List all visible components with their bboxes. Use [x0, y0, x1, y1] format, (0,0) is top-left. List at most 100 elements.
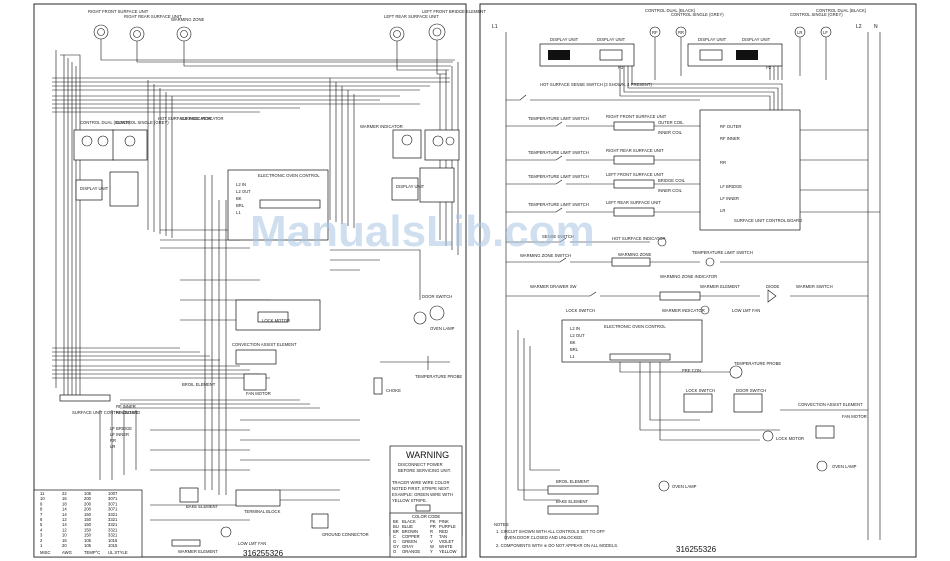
label-fan-motor-left: FAN MOTOR [246, 391, 271, 396]
right-eoc-pin-2: BK [570, 340, 576, 345]
right-l1-label: L1 [492, 24, 498, 30]
left-board-pin-4: RR [110, 438, 116, 443]
left-warmer-element [171, 539, 201, 547]
color-code-name: YELLOW [439, 549, 457, 554]
right-board-pins: RF OUTER RF INNER RR LF BRIDGE LF INNER … [720, 124, 742, 213]
awg-cell: 3321 [108, 527, 118, 532]
awg-header: TEMP°C [84, 550, 100, 555]
left-eoc-pin-1: L2 OUT [236, 189, 251, 194]
right-power-rails [505, 32, 881, 540]
right-eoc-pin-1: L2 OUT [570, 333, 585, 338]
right-n-label: N [874, 24, 878, 30]
left-board-pin-1: RF OUTER [116, 410, 137, 415]
right-board-pin-1: RF INNER [720, 136, 740, 141]
right-board-pin-5: LR [720, 208, 725, 213]
color-code-name: BROWN [402, 529, 418, 534]
right-ctl-code-0: RF [652, 30, 658, 35]
right-warmer-element-label: WARMER ELEMENT [700, 284, 740, 289]
label-surface-indicator: SURFACE INDICATOR [180, 116, 224, 121]
right-display-unit-1: DISPLAY UNIT [550, 37, 579, 42]
awg-cell: 200 [84, 496, 92, 501]
right-ctl-3: CONTROL DUAL (BLACK) [816, 8, 867, 13]
warning-line-1: DISCONNECT POWER [398, 462, 443, 467]
left-board-pin-0: RF INNER [116, 404, 136, 409]
awg-cell: 3 [40, 533, 43, 538]
left-part-number: 316255326 [243, 549, 284, 558]
right-bake-element [547, 505, 599, 515]
awg-cell: 150 [84, 533, 92, 538]
left-choke [373, 377, 383, 395]
right-temp-limit: TEMPERATURE LIMIT SWITCH [692, 250, 753, 255]
right-notes-title: NOTES: [494, 522, 510, 527]
color-code-abbr: C [393, 534, 396, 539]
right-ctl-2: CONTROL SINGLE (GREY) [790, 12, 843, 17]
left-panel-border [33, 3, 467, 558]
awg-cell: 3071 [108, 507, 118, 512]
right-oven-lamp-2: OVEN LAMP [672, 484, 697, 489]
right-bake-label: BAKE ELEMENT [556, 499, 589, 504]
right-sense-switch: SENSE SWITCH [542, 234, 574, 239]
warning-line-2: BEFORE SERVICING UNIT. [398, 468, 451, 473]
left-ground-connector [311, 513, 329, 529]
left-bake-element [179, 487, 199, 503]
label-lf-surface: LEFT FRONT BRIDGE ELEMENT [422, 9, 486, 14]
label-door-switch-left: DOOR SWITCH [422, 294, 452, 299]
right-broil-element [547, 485, 599, 495]
left-eoc-label: ELECTRONIC OVEN CONTROL [258, 173, 320, 178]
awg-cell: 18 [62, 501, 67, 506]
awg-cell: 14 [62, 512, 67, 517]
label-lock-motor-left: LOCK MOTOR [262, 318, 290, 323]
left-board-pin-5: LR [110, 444, 115, 449]
right-eoc-label: ELECTRONIC OVEN CONTROL [604, 324, 666, 329]
right-display-unit-2: DISPLAY UNIT [597, 37, 626, 42]
label-ground-connector: GROUND CONNECTOR [322, 532, 369, 537]
right-oven-lamp-icon [816, 460, 828, 472]
surface-row-temp-limit: TEMPERATURE LIMIT SWITCH [528, 116, 589, 121]
warning-title: WARNING [406, 450, 449, 460]
color-code-name: PINK [439, 519, 449, 524]
left-board-pin-3: LF INNER [110, 432, 129, 437]
awg-cell: 6 [40, 517, 43, 522]
right-diode-label: DIODE [766, 284, 779, 289]
color-code-abbr: BR [393, 529, 399, 534]
right-ctl-1: CONTROL SINGLE (GREY) [671, 12, 724, 17]
right-warmer-indicator: WARMER INDICATOR [662, 308, 705, 313]
awg-cell: 200 [84, 501, 92, 506]
awg-cell: 4 [40, 527, 43, 532]
warning-tracer-4: YELLOW STRIPE. [392, 498, 427, 503]
color-code-abbr: PK [430, 519, 436, 524]
surface-row-coil [613, 155, 655, 165]
label-lr-surface: LEFT REAR SURFACE UNIT [384, 14, 439, 19]
right-hot-surface-indicator-icon [657, 237, 667, 247]
right-eoc-pins: L2 IN L2 OUT BK BRL L1 [570, 326, 585, 359]
color-code-name: GRAY [402, 544, 414, 549]
right-warmer-drawer-sw: WARMER DRAWER SW [530, 284, 576, 289]
right-lock-motor: LOCK MOTOR [776, 436, 804, 441]
awg-cell: 105 [84, 543, 92, 548]
surface-row-temp-limit: TEMPERATURE LIMIT SWITCH [528, 202, 589, 207]
right-temp-probe: TEMPERATURE PROBE [734, 361, 781, 366]
color-code-abbr: R [430, 529, 433, 534]
surface-row-unit-name: RIGHT REAR SURFACE UNIT [606, 148, 664, 153]
awg-cell: 16 [62, 496, 67, 501]
color-code-name: PURPLE [439, 524, 456, 529]
right-surface-board [699, 109, 801, 231]
color-code-name: RED [439, 529, 448, 534]
awg-cell: 22 [62, 491, 67, 496]
warning-tracer-3: EXAMPLE: GREEN WIRE WITH [392, 492, 453, 497]
label-broil-left: BROIL ELEMENT [182, 382, 216, 387]
color-code-name: BLUE [402, 524, 413, 529]
left-oven-lamp-icon [413, 311, 427, 325]
color-code-name: COPPER [402, 534, 420, 539]
right-lock-motor-icon [762, 430, 774, 442]
left-convection-element [235, 349, 277, 365]
label-display-unit-l2: DISPLAY UNIT [396, 184, 425, 189]
awg-cell: 1015 [108, 543, 118, 548]
right-p3: P3 [618, 65, 624, 70]
left-eoc-pin-0: L2 IN [236, 182, 246, 187]
left-top-components [93, 23, 446, 42]
right-eoc-pin-4: L1 [570, 354, 575, 359]
right-warming-zone-indicator: WARMING ZONE INDICATOR [660, 274, 717, 279]
surface-row-coil-label: BRIDGE COIL [658, 178, 686, 183]
